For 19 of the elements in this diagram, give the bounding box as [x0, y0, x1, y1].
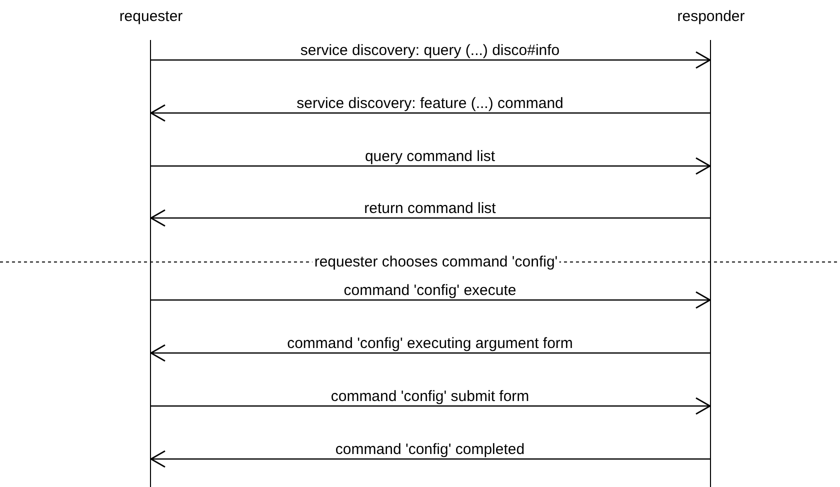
edge-label: command 'config' execute — [344, 283, 516, 299]
message-arrow — [150, 450, 710, 468]
message-arrow — [151, 291, 711, 309]
edge-label: command 'config' submit form — [330, 389, 530, 405]
message-arrow — [151, 397, 711, 415]
edge-label: service discovery: query (...) disco#info — [300, 43, 560, 59]
edge-label: query command list — [364, 149, 496, 165]
edge-label: service discovery: feature (...) command — [296, 96, 564, 112]
participant-name: requester — [119, 8, 183, 25]
edge-label: command 'config' executing argument form — [287, 336, 573, 352]
edge-label: command 'config' completed — [335, 442, 525, 458]
edge-label: return command list — [364, 201, 496, 217]
message-arrow — [150, 344, 710, 362]
message-arrow — [150, 209, 710, 227]
divider-note: requester chooses command 'config' — [312, 254, 560, 270]
message-arrow — [151, 157, 711, 175]
message-arrow — [151, 51, 711, 69]
participant-name: responder — [677, 8, 745, 25]
message-arrow — [150, 104, 710, 122]
